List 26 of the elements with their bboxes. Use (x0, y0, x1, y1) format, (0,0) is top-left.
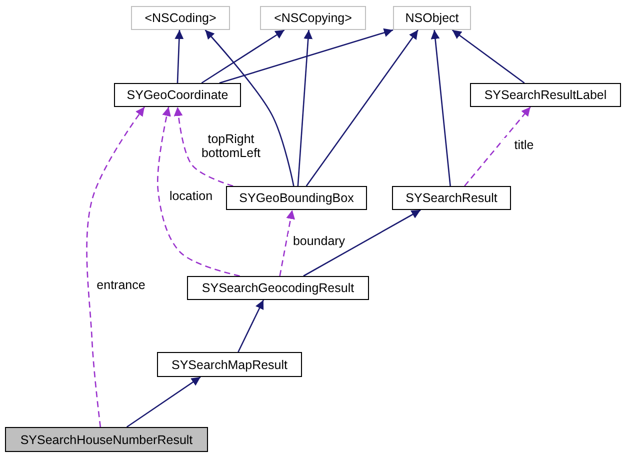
arrow (238, 300, 264, 352)
class-box: SYSearchGeocodingResult (187, 276, 369, 300)
class-box: SYSearchResultLabel (470, 83, 621, 107)
arrow (303, 209, 421, 277)
class-box: SYGeoBoundingBox (226, 186, 367, 210)
arrow (219, 28, 394, 84)
dashed-arrow (174, 106, 234, 187)
arrow (452, 29, 525, 84)
class-box: SYGeoCoordinate (114, 83, 241, 107)
arrow (201, 29, 285, 84)
class-box: <NSCopying> (260, 6, 366, 30)
arrow (174, 30, 184, 84)
class-box: <NSCoding> (131, 6, 230, 30)
arrow (126, 376, 201, 428)
class-box: SYSearchMapResult (157, 352, 302, 377)
class-box: SYSearchHouseNumberResult (5, 427, 208, 452)
arrow (297, 30, 313, 186)
dashed-arrow (279, 210, 296, 276)
dashed-arrow (464, 106, 531, 186)
arrow (430, 30, 451, 186)
dashed-arrow (157, 106, 240, 277)
dashed-arrow (86, 106, 145, 428)
class-box: SYSearchResult (392, 186, 511, 210)
arrow (306, 30, 418, 186)
arrow (204, 30, 294, 186)
class-box: NSObject (393, 6, 471, 30)
